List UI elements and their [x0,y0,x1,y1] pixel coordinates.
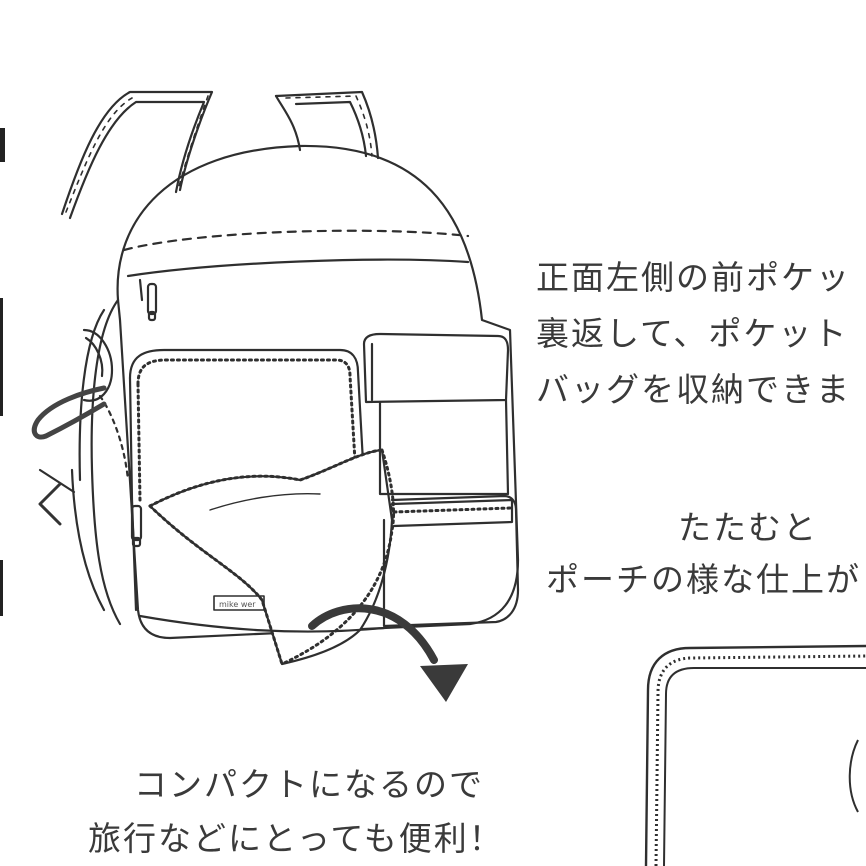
caption-line: 正面左側の前ポケッ [536,258,851,297]
bag-tag-label: mike wer [219,600,256,609]
caption-line: たたむと [678,508,818,547]
prev-slide-button[interactable] [30,478,70,530]
shoulder-strap-left [60,90,214,220]
turn-arrow-icon [308,604,468,702]
front-pocket-caption: 正面左側の前ポケッ 裏返して、ポケット バッグを収納できま [536,250,851,418]
caption-line: 裏返して、ポケット [536,314,849,353]
fold-caption: たたむと ポーチの様な仕上が [546,502,861,606]
caption-line: バッグを収納できま [536,370,851,409]
previous-slide-edge [0,560,3,616]
folded-pouch-preview [644,644,866,866]
shoulder-strap-right [274,90,380,160]
side-loop [31,385,107,440]
previous-slide-edge [0,298,3,416]
caption-line: コンパクトになるので [134,765,484,804]
front-pocket-right-lower [382,494,520,628]
caption-line: ポーチの様な仕上が [546,560,861,599]
front-pocket-right-upper [362,332,510,496]
compact-caption: コンパクトになるので 旅行などにとっても便利！ [88,758,504,866]
previous-slide-edge [0,128,5,162]
bag-body [116,144,520,640]
caption-line: 旅行などにとっても便利！ [88,819,504,858]
turned-out-pouch [148,448,395,666]
chevron-left-icon [38,482,62,526]
